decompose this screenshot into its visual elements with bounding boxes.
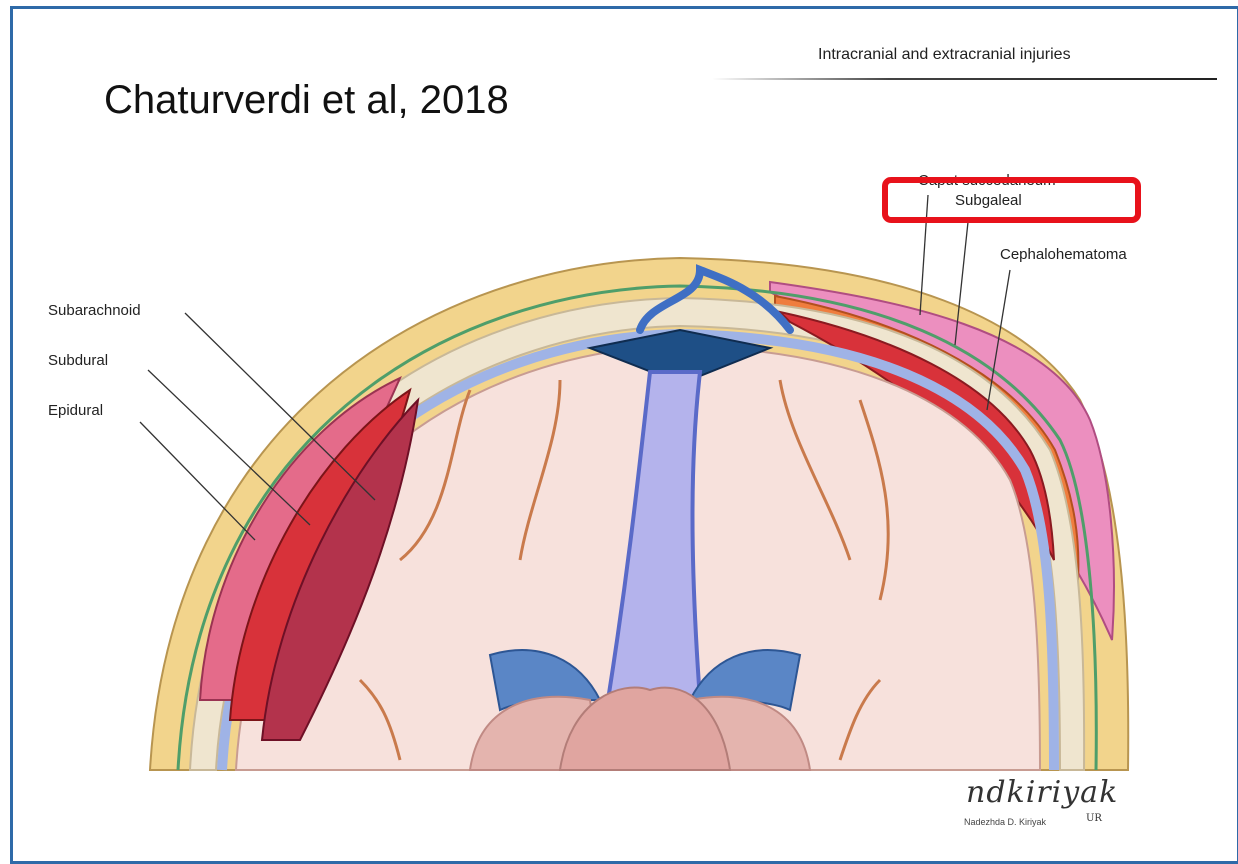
signature-script: ndkiriyak	[966, 775, 1118, 810]
header-title: Intracranial and extracranial injuries	[818, 46, 1071, 64]
label-cephalohematoma: Cephalohematoma	[1000, 246, 1127, 263]
leader-line-epidural	[140, 422, 255, 540]
signature-logo: UR	[1086, 813, 1102, 824]
subgaleal-highlight-box	[882, 177, 1141, 223]
artist-signature: ndkiriyak Nadezhda D. Kiriyak UR	[958, 775, 1158, 835]
signature-name: Nadezhda D. Kiriyak	[964, 817, 1046, 827]
header-rule	[712, 78, 1217, 80]
label-subarachnoid: Subarachnoid	[48, 302, 141, 319]
citation-text: Chaturverdi et al, 2018	[104, 78, 509, 123]
label-epidural: Epidural	[48, 402, 103, 419]
label-subdural: Subdural	[48, 352, 108, 369]
